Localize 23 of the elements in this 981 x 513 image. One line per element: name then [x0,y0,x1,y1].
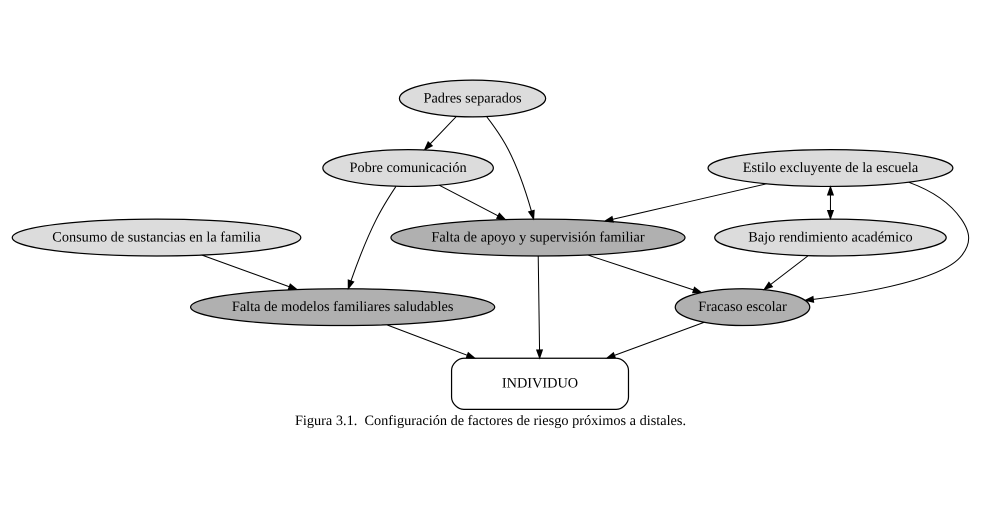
node-ellipse: Pobre comunicación [322,149,494,188]
arrow [587,254,703,294]
node-box: INDIVIDUO [450,358,630,410]
node-ellipse: Padres separados [398,79,546,118]
node-ellipse: Estilo excluyente de la escuela [707,149,954,188]
arrow [438,184,507,220]
arrow [826,185,834,220]
arrow [536,256,544,360]
arrow [762,256,808,290]
arrow [603,183,767,223]
node-ellipse: Falta de modelos familiares saludables [190,288,496,326]
caption: Figura 3.1. Configuración de factores de riesgo próximos a distales. [294,412,686,429]
node-ellipse: Falta de apoyo y supervisión familiar [390,218,686,257]
arrow [386,324,476,359]
node-ellipse: Fracaso escolar [674,288,810,326]
arrow [486,116,535,220]
arrow [202,254,298,290]
node-ellipse: Consumo de sustancias en la familia [12,218,302,257]
arrow [348,186,396,290]
arrow [804,182,970,303]
arrow [605,322,704,359]
node-ellipse: Bajo rendimiento académico [714,218,947,257]
arrow [424,116,457,151]
